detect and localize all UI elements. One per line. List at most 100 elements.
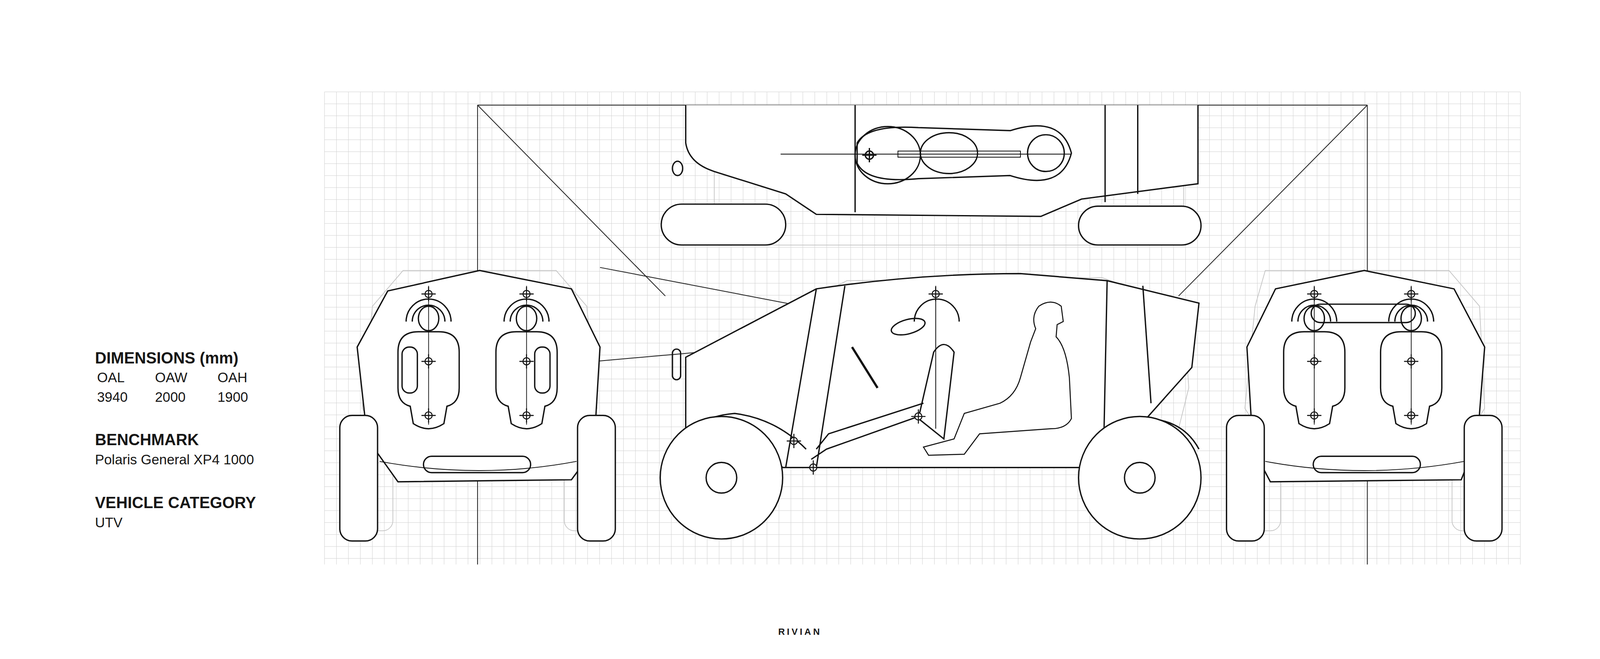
dimension-value: 2000	[155, 389, 186, 405]
side-view-part	[816, 402, 924, 449]
grid	[324, 91, 1521, 565]
side-view	[660, 273, 1202, 539]
side-view-part	[706, 462, 737, 493]
hardpoint-marks-part	[519, 354, 534, 369]
rear-view-part	[1410, 285, 1412, 425]
grid-part	[324, 91, 1521, 93]
side-view-part	[889, 315, 927, 338]
side-view-part	[923, 302, 1072, 455]
top-view-part	[1104, 105, 1106, 203]
grid-part	[324, 498, 1521, 499]
side-view-part	[852, 347, 878, 388]
hardpoint-marks-part	[519, 286, 534, 301]
brand-watermark: RIVIAN	[778, 626, 823, 637]
hardpoint-marks	[421, 286, 1419, 475]
frame-lines-part	[1178, 105, 1368, 296]
top-view-part	[672, 161, 683, 176]
side-view-part	[785, 288, 817, 468]
top-view-part	[685, 105, 1198, 217]
grid-part	[324, 557, 1521, 559]
hardpoint-marks-part-part	[1313, 286, 1315, 301]
grid-part	[324, 270, 1521, 272]
hardpoint-marks-part-part	[917, 409, 919, 424]
grid-part	[324, 223, 1521, 224]
hardpoint-marks-part-part	[1410, 408, 1412, 423]
front-view-part	[379, 461, 577, 471]
column-header: OAW	[155, 369, 188, 386]
hardpoint-marks-part-part	[427, 286, 429, 301]
grid-part	[1209, 91, 1210, 565]
front-view-part	[402, 347, 418, 393]
category-value: UTV	[95, 514, 123, 531]
side-view-part	[914, 299, 960, 322]
grid-part	[1508, 91, 1509, 565]
hardpoint-marks-part-part	[525, 354, 527, 369]
hardpoint-marks-part-part	[935, 286, 936, 301]
top-view-part	[780, 153, 1072, 155]
rear-view-part	[1311, 304, 1416, 323]
column-header: OAL	[97, 369, 125, 386]
hardpoint-marks-part-part	[525, 286, 527, 301]
hardpoint-marks-part	[786, 433, 801, 448]
dimension-value: 3940	[97, 389, 128, 405]
side-view-part	[1124, 462, 1155, 493]
grid-part	[336, 91, 337, 565]
top-view-part	[855, 126, 921, 184]
grid-part	[1221, 91, 1222, 565]
grid-part	[659, 91, 660, 565]
grid-part	[324, 534, 1521, 535]
grid-part	[324, 247, 1521, 248]
section-heading: BENCHMARK	[95, 430, 199, 450]
column-header: OAH	[217, 369, 248, 386]
side-view-part	[935, 285, 937, 429]
hardpoint-marks-part-part	[1313, 354, 1315, 369]
hardpoint-marks-part	[1404, 354, 1419, 369]
front-view-part	[340, 415, 378, 541]
benchmark-name: Polaris General XP4 1000	[95, 451, 255, 468]
grid-part	[1520, 91, 1521, 565]
front-view-part	[357, 270, 600, 482]
side-view-part	[816, 285, 845, 468]
front-view-part	[577, 415, 616, 541]
hardpoint-marks-part-part	[525, 408, 527, 423]
rear-view-part	[1226, 415, 1265, 541]
grid-part	[324, 91, 325, 565]
top-view-part	[897, 150, 1021, 158]
grid-part	[324, 235, 1521, 236]
hardpoint-marks-part-part	[812, 460, 814, 475]
top-view	[661, 105, 1201, 245]
grid-part	[324, 522, 1521, 523]
hardpoint-marks-part-part	[427, 408, 429, 423]
top-view-part	[1137, 105, 1139, 194]
top-view-part	[1078, 206, 1202, 245]
side-view-part	[672, 349, 681, 380]
hardpoint-marks-part	[519, 408, 534, 423]
side-view-part	[811, 416, 919, 460]
grid-part	[635, 91, 636, 565]
rear-view-part	[1265, 461, 1465, 471]
front-view-part	[534, 347, 550, 393]
grid-part	[324, 486, 1521, 487]
hardpoint-marks-part	[421, 408, 436, 423]
hardpoint-marks-part-part	[1410, 354, 1412, 369]
grid-part	[647, 91, 648, 565]
rear-view	[1226, 270, 1503, 541]
section-heading: VEHICLE CATEGORY	[95, 493, 256, 513]
hardpoint-marks-part-part	[1410, 286, 1412, 301]
top-view-part	[868, 147, 870, 163]
rear-view-part	[1247, 270, 1485, 482]
hardpoint-marks-part	[1404, 286, 1419, 301]
hardpoint-marks-part	[421, 286, 436, 301]
grid-part	[324, 546, 1521, 547]
frame-lines	[477, 105, 1368, 565]
rear-view-part	[1313, 285, 1315, 425]
front-view-part	[428, 285, 430, 425]
hardpoint-marks-part	[1307, 286, 1322, 301]
grid-part	[324, 259, 1521, 260]
hardpoint-marks-part	[1307, 354, 1322, 369]
hardpoint-marks-part-part	[793, 433, 795, 448]
grid-part	[324, 103, 1521, 105]
side-view-part	[1104, 280, 1108, 429]
